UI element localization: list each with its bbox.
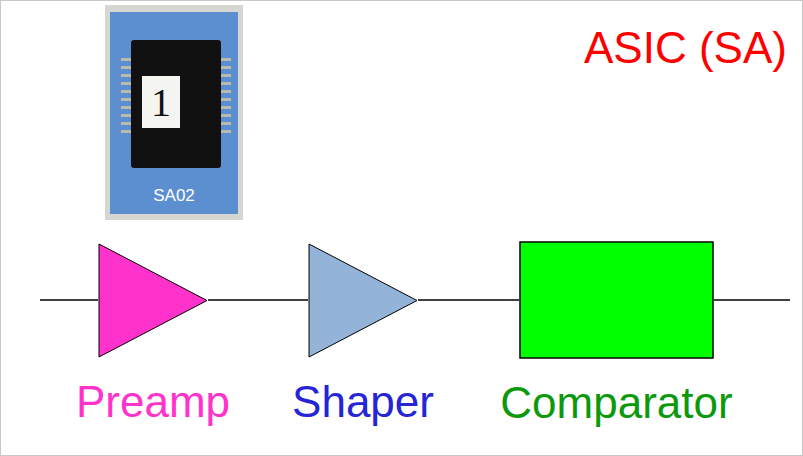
amplifier-triangle: [309, 244, 417, 357]
chip-board: [110, 12, 238, 214]
comparator-box: Comparator: [519, 241, 714, 359]
chip-pins: [121, 58, 231, 133]
chip-sticker: [142, 76, 180, 128]
comparator-rect: [520, 242, 713, 358]
shaper-triangle: Shaper: [308, 243, 418, 358]
input-wire: [40, 299, 98, 301]
photo-ground: [105, 5, 243, 220]
chip-photo: [105, 5, 243, 220]
chip-number: 1: [151, 81, 171, 125]
shape-outline: [98, 243, 208, 358]
shape-outline: [519, 241, 714, 359]
signal-wire: [208, 299, 308, 301]
preamp-triangle: Preamp: [98, 243, 208, 358]
block-label: Comparator: [500, 379, 732, 427]
block-label: Shaper: [292, 378, 434, 426]
chip-body: [131, 40, 221, 168]
shape-outline: [308, 243, 418, 358]
chip-marking: SA02: [153, 187, 195, 206]
amplifier-triangle: [99, 244, 207, 357]
title: ASIC (SA): [584, 24, 787, 72]
signal-wire: [418, 299, 519, 301]
block-label: Preamp: [76, 378, 230, 426]
output-wire: [714, 299, 790, 301]
